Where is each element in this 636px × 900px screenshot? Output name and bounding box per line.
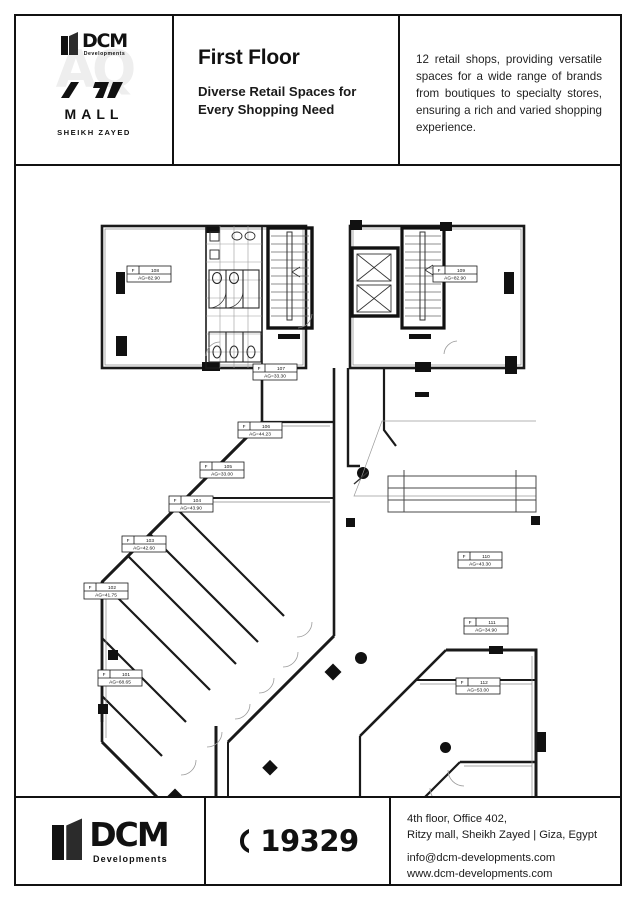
left-wing — [100, 368, 336, 796]
upper-right-block — [348, 220, 526, 374]
unit-area: AG=82.90 — [444, 276, 466, 282]
unit-prefix: F — [127, 538, 130, 543]
dcm-tower-icon — [52, 818, 83, 861]
unit-prefix: F — [469, 620, 472, 625]
unit-area: AG=41.75 — [95, 593, 117, 599]
dcm-wordmark: DCM — [81, 30, 128, 52]
mall-location: SHEIKH ZAYED — [57, 128, 131, 137]
unit-prefix: F — [438, 268, 441, 273]
unit-code: 104 — [193, 498, 201, 504]
unit-code: 105 — [224, 464, 232, 470]
unit-code: 102 — [108, 585, 116, 591]
upper-left-block — [100, 224, 314, 371]
plan-geometry: F101AG=68.65F102AG=41.75F103AG=42.60F104… — [83, 220, 546, 796]
dcm-logo-small: DCM Developments — [29, 30, 159, 58]
unit-prefix: F — [243, 424, 246, 429]
dcm-wordmark: DCM — [89, 815, 169, 855]
unit-prefix: F — [461, 680, 464, 685]
unit-code: 109 — [457, 268, 465, 274]
unit-area: AG=44.23 — [249, 432, 271, 438]
unit-prefix: F — [132, 268, 135, 273]
unit-prefix: F — [103, 672, 106, 677]
unit-area: AG=34.90 — [475, 628, 497, 634]
unit-area: AG=82.90 — [138, 276, 160, 282]
unit-code: 111 — [488, 620, 496, 626]
unit-code: 107 — [277, 366, 285, 372]
unit-code: 110 — [482, 554, 490, 560]
aq-chevron-icon — [61, 82, 123, 98]
floor-description: 12 retail shops, providing versatile spa… — [416, 53, 602, 134]
unit-code: 101 — [122, 672, 130, 678]
footer: DCM Developments 19329 4th floor, Office… — [16, 798, 620, 884]
header: DCM Developments AQ MALL SHEIKH ZAYED — [16, 16, 620, 166]
aq-mall-logo: DCM Developments AQ MALL SHEIKH ZAYED — [29, 30, 159, 150]
page-subtitle: Diverse Retail Spaces for Every Shopping… — [198, 84, 357, 117]
unit-area: AG=33.00 — [211, 472, 233, 478]
unit-prefix: F — [463, 554, 466, 559]
address-line-1: 4th floor, Office 402, — [407, 813, 507, 825]
footer-address-block: 4th floor, Office 402, Ritzy mall, Sheik… — [391, 798, 620, 884]
unit-area: AG=42.60 — [133, 546, 155, 552]
unit-area: AG=43.30 — [469, 562, 491, 568]
dcm-tagline: Developments — [83, 51, 126, 58]
page-frame: DCM Developments AQ MALL SHEIKH ZAYED — [14, 14, 622, 886]
unit-code: 103 — [146, 538, 154, 544]
unit-prefix: F — [205, 464, 208, 469]
page-title: First Floor — [198, 46, 300, 69]
right-wing — [358, 648, 538, 796]
unit-prefix: F — [174, 498, 177, 503]
unit-code: 106 — [262, 424, 270, 430]
phone-number: 19329 — [260, 824, 359, 858]
footer-brand-block: DCM Developments — [16, 798, 206, 884]
footer-phone-block[interactable]: 19329 — [206, 798, 391, 884]
unit-prefix: F — [89, 585, 92, 590]
header-description-block: 12 retail shops, providing versatile spa… — [400, 16, 620, 164]
website-link[interactable]: www.dcm-developments.com — [407, 867, 553, 880]
unit-code: 112 — [480, 680, 488, 686]
dcm-tagline: Developments — [92, 853, 168, 864]
atrium-escalator — [346, 368, 540, 527]
right-wing-details — [429, 646, 546, 796]
unit-code: 108 — [151, 268, 159, 274]
phone-icon — [240, 829, 250, 853]
unit-prefix: F — [258, 366, 261, 371]
unit-area: AG=53.00 — [467, 688, 489, 694]
unit-area: AG=43.90 — [180, 506, 202, 512]
address-line-2: Ritzy mall, Sheikh Zayed | Giza, Egypt — [407, 828, 598, 841]
unit-area: AG=33.30 — [264, 374, 286, 380]
header-title-block: First Floor Diverse Retail Spaces for Ev… — [174, 16, 400, 164]
email-link[interactable]: info@dcm-developments.com — [407, 851, 556, 864]
unit-area: AG=68.65 — [109, 680, 131, 686]
mall-wordmark: MALL — [64, 106, 124, 122]
header-brand-block: DCM Developments AQ MALL SHEIKH ZAYED — [16, 16, 174, 164]
left-wing-details — [98, 621, 367, 796]
floor-plan-drawing: F101AG=68.65F102AG=41.75F103AG=42.60F104… — [83, 220, 546, 796]
dcm-tower-icon — [60, 32, 78, 55]
dcm-logo-footer: DCM Developments — [52, 815, 170, 864]
